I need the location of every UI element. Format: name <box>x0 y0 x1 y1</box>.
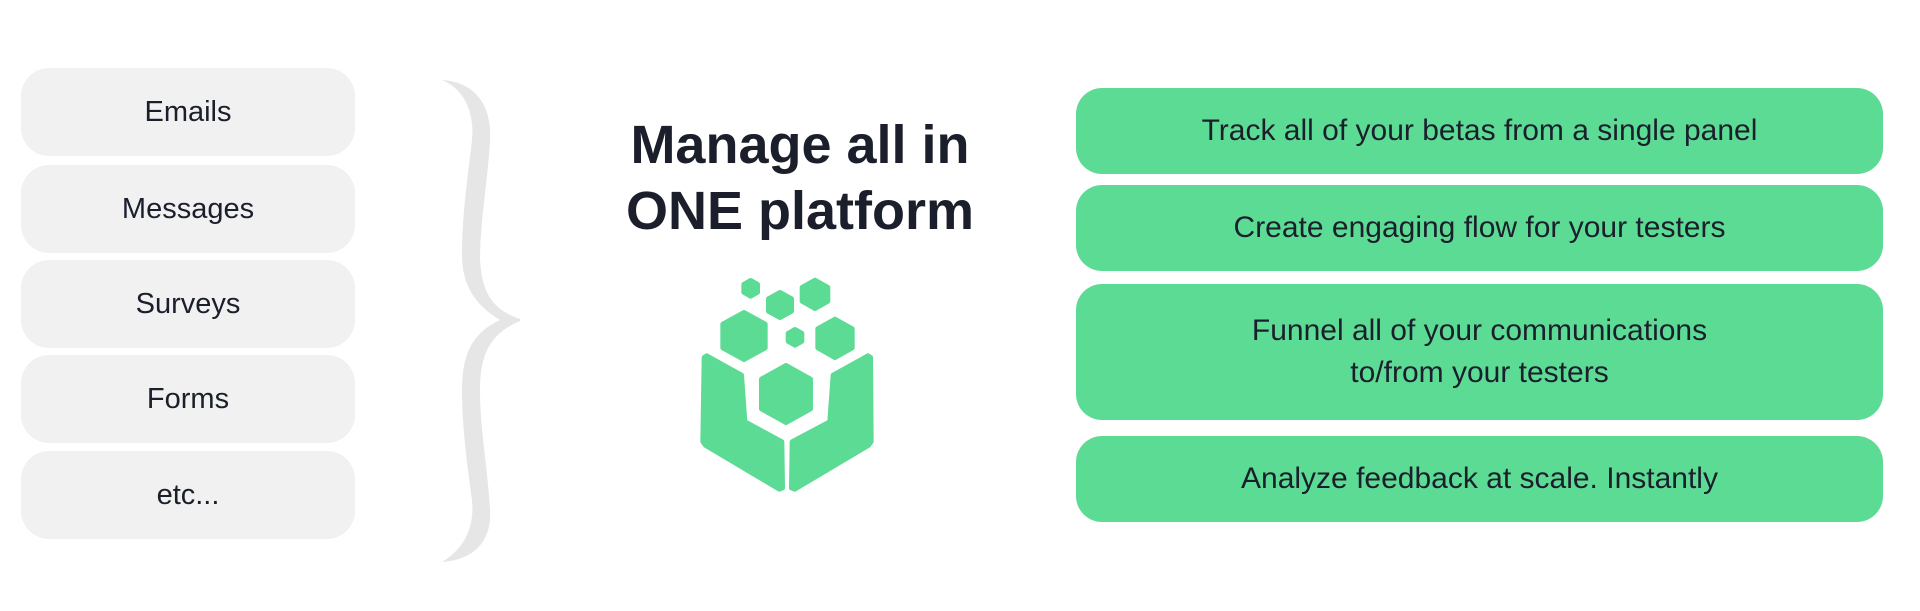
platform-logo-icon <box>700 277 874 492</box>
item-label: etc... <box>156 478 220 511</box>
item-label: Surveys <box>135 287 241 320</box>
page-title: Manage all in ONE platform <box>560 112 1040 244</box>
item-label: Forms <box>146 382 230 415</box>
item-label: Messages <box>121 192 255 225</box>
feature-label: Create engaging flow for your testers <box>1233 211 1726 244</box>
feature-track-betas: Track all of your betas from a single pa… <box>1076 88 1883 174</box>
title-line-1: Manage all in <box>630 115 970 175</box>
list-item-surveys: Surveys <box>21 260 355 348</box>
list-item-messages: Messages <box>21 165 355 253</box>
feature-funnel-communications: Funnel all of your communications to/fro… <box>1076 284 1883 420</box>
list-item-forms: Forms <box>21 355 355 443</box>
feature-label: Track all of your betas from a single pa… <box>1201 114 1758 147</box>
list-item-etc: etc... <box>21 451 355 539</box>
item-label: Emails <box>144 95 232 128</box>
feature-label-line-1: Funnel all of your communications <box>1251 314 1708 347</box>
curly-brace-icon <box>442 80 520 562</box>
title-line-2: ONE platform <box>625 181 975 241</box>
feature-label: Analyze feedback at scale. Instantly <box>1241 462 1718 495</box>
list-item-emails: Emails <box>21 68 355 156</box>
feature-analyze-feedback: Analyze feedback at scale. Instantly <box>1076 436 1883 522</box>
feature-engaging-flow: Create engaging flow for your testers <box>1076 185 1883 271</box>
feature-label-line-2: to/from your testers <box>1350 356 1609 389</box>
